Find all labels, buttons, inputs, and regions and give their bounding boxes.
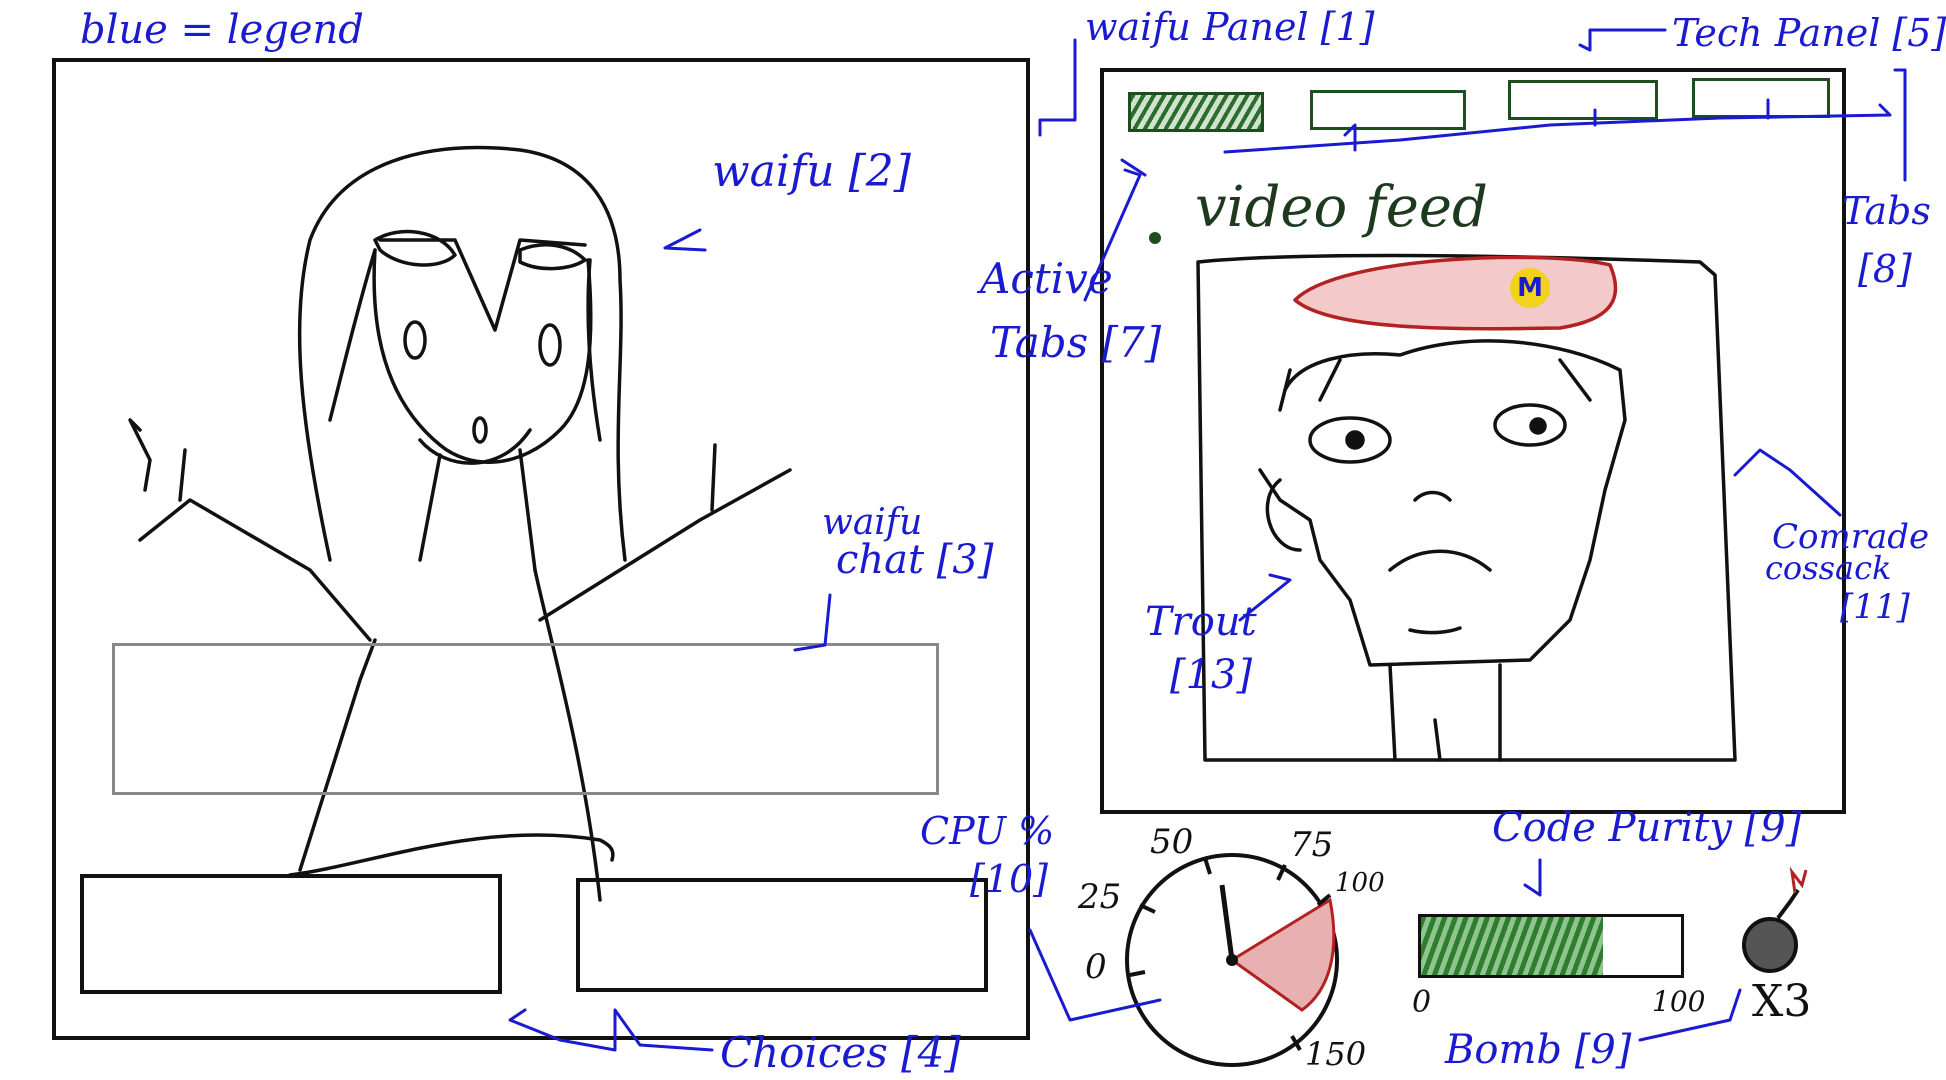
gauge-tick-0: 0 [1085,947,1107,987]
gauge-tick-100: 100 [1335,868,1385,898]
label-tech-panel: Tech Panel [5] [1672,11,1946,55]
label-trout-1: Trout [1145,599,1257,645]
label-bomb: Bomb [9] [1445,1027,1632,1073]
code-purity-bar [1418,914,1684,978]
gauge-tick-25: 25 [1078,877,1122,917]
tech-panel [1100,68,1846,814]
purity-min-label: 0 [1412,985,1432,1020]
label-choices: Choices [4] [720,1028,961,1077]
choice-button-2[interactable] [576,878,988,992]
cpu-needle [1219,884,1235,961]
label-waifu: waifu [2] [712,146,911,197]
legend-text: blue = legend [80,7,364,53]
label-comrade-1: Comrade [1772,517,1930,557]
label-trout-2: [13] [1170,652,1253,698]
gauge-tick-75: 75 [1290,825,1334,865]
label-waifu-panel: waifu Panel [1] [1085,5,1375,49]
hat-letter-badge: M [1510,268,1550,308]
choice-button-1[interactable] [80,874,502,994]
tab-2[interactable] [1310,90,1466,130]
waifu-panel [52,58,1030,1040]
tab-3[interactable] [1508,80,1658,120]
label-waifu-chat-2: chat [3] [836,537,994,583]
label-comrade-3: [11] [1840,587,1910,627]
label-cpu-2: [10] [970,857,1049,901]
gauge-tick-150: 150 [1305,1035,1367,1073]
label-waifu-chat-1: waifu [822,502,923,543]
label-code-purity: Code Purity [9] [1492,805,1802,851]
purity-max-label: 100 [1652,985,1706,1018]
label-tabs-2: [8] [1858,247,1912,291]
label-tabs-1: Tabs [1842,189,1931,233]
bomb-count: X3 [1752,976,1812,1027]
video-feed-label: video feed [1195,175,1488,240]
tab-1[interactable] [1128,92,1264,132]
label-comrade-2: cossack [1765,549,1892,587]
label-active-tabs-1: Active [980,254,1113,303]
label-active-tabs-2: Tabs [7] [990,318,1162,367]
code-purity-fill [1421,917,1603,975]
label-cpu-1: CPU % [920,809,1055,853]
waifu-chat-box [112,643,939,795]
gauge-tick-50: 50 [1150,822,1194,862]
